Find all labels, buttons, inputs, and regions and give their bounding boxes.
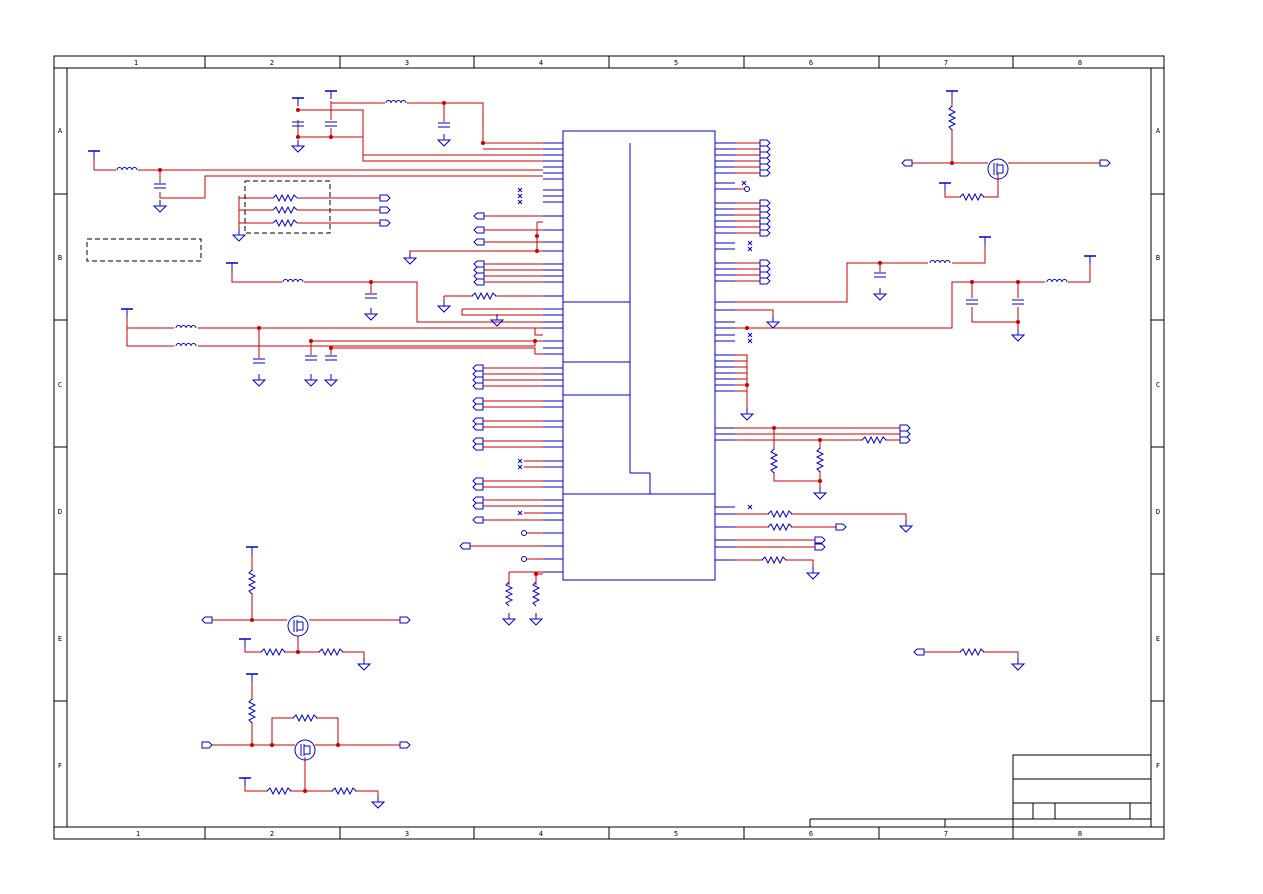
row-label: C [1156, 381, 1160, 389]
column-ruler-top: 1 2 3 4 5 6 7 8 [134, 56, 1082, 68]
column-label: 3 [405, 59, 409, 67]
row-label: F [58, 762, 62, 770]
row-label: D [58, 508, 62, 516]
row-label: A [1156, 127, 1161, 135]
resistor-symbol [248, 105, 985, 795]
ic-right-pins [715, 142, 735, 561]
row-label: D [1156, 508, 1160, 516]
column-label: 8 [1078, 830, 1082, 838]
column-label: 2 [270, 830, 274, 838]
port-connector-symbol [201, 139, 1111, 749]
column-label: 6 [809, 830, 813, 838]
column-label: 4 [539, 830, 543, 838]
column-ruler-bottom: 1 2 3 4 5 6 7 8 [136, 827, 1082, 839]
row-label: A [58, 127, 63, 135]
row-label: C [58, 381, 62, 389]
column-label: 8 [1078, 59, 1082, 67]
ic-left-pins [543, 142, 563, 573]
test-point-symbol [521, 186, 750, 562]
row-label: F [1156, 762, 1160, 770]
column-label: 3 [405, 830, 409, 838]
mosfet-symbol [287, 158, 1009, 761]
column-label: 4 [539, 59, 543, 67]
column-label: 7 [944, 59, 948, 67]
row-label: B [1156, 254, 1160, 262]
row-ruler-left: A B C D E F [54, 127, 67, 770]
ground-symbol [153, 133, 1025, 809]
annotation-box [86, 238, 202, 262]
net-wires [93, 98, 1100, 800]
column-label: 2 [270, 59, 274, 67]
capacitor-symbol [153, 121, 1025, 364]
column-label: 1 [134, 59, 138, 67]
main-ic-body [562, 130, 716, 581]
title-block [809, 754, 1152, 828]
row-label: B [58, 254, 62, 262]
column-label: 7 [944, 830, 948, 838]
column-label: 5 [674, 830, 678, 838]
net-junctions [158, 101, 1020, 793]
row-ruler-right: A B C D E F [1151, 127, 1164, 770]
row-label: E [1156, 635, 1160, 643]
column-label: 5 [674, 59, 678, 67]
column-label: 1 [136, 830, 140, 838]
column-label: 6 [809, 59, 813, 67]
row-label: E [58, 635, 62, 643]
resistor-array-group [244, 180, 331, 234]
